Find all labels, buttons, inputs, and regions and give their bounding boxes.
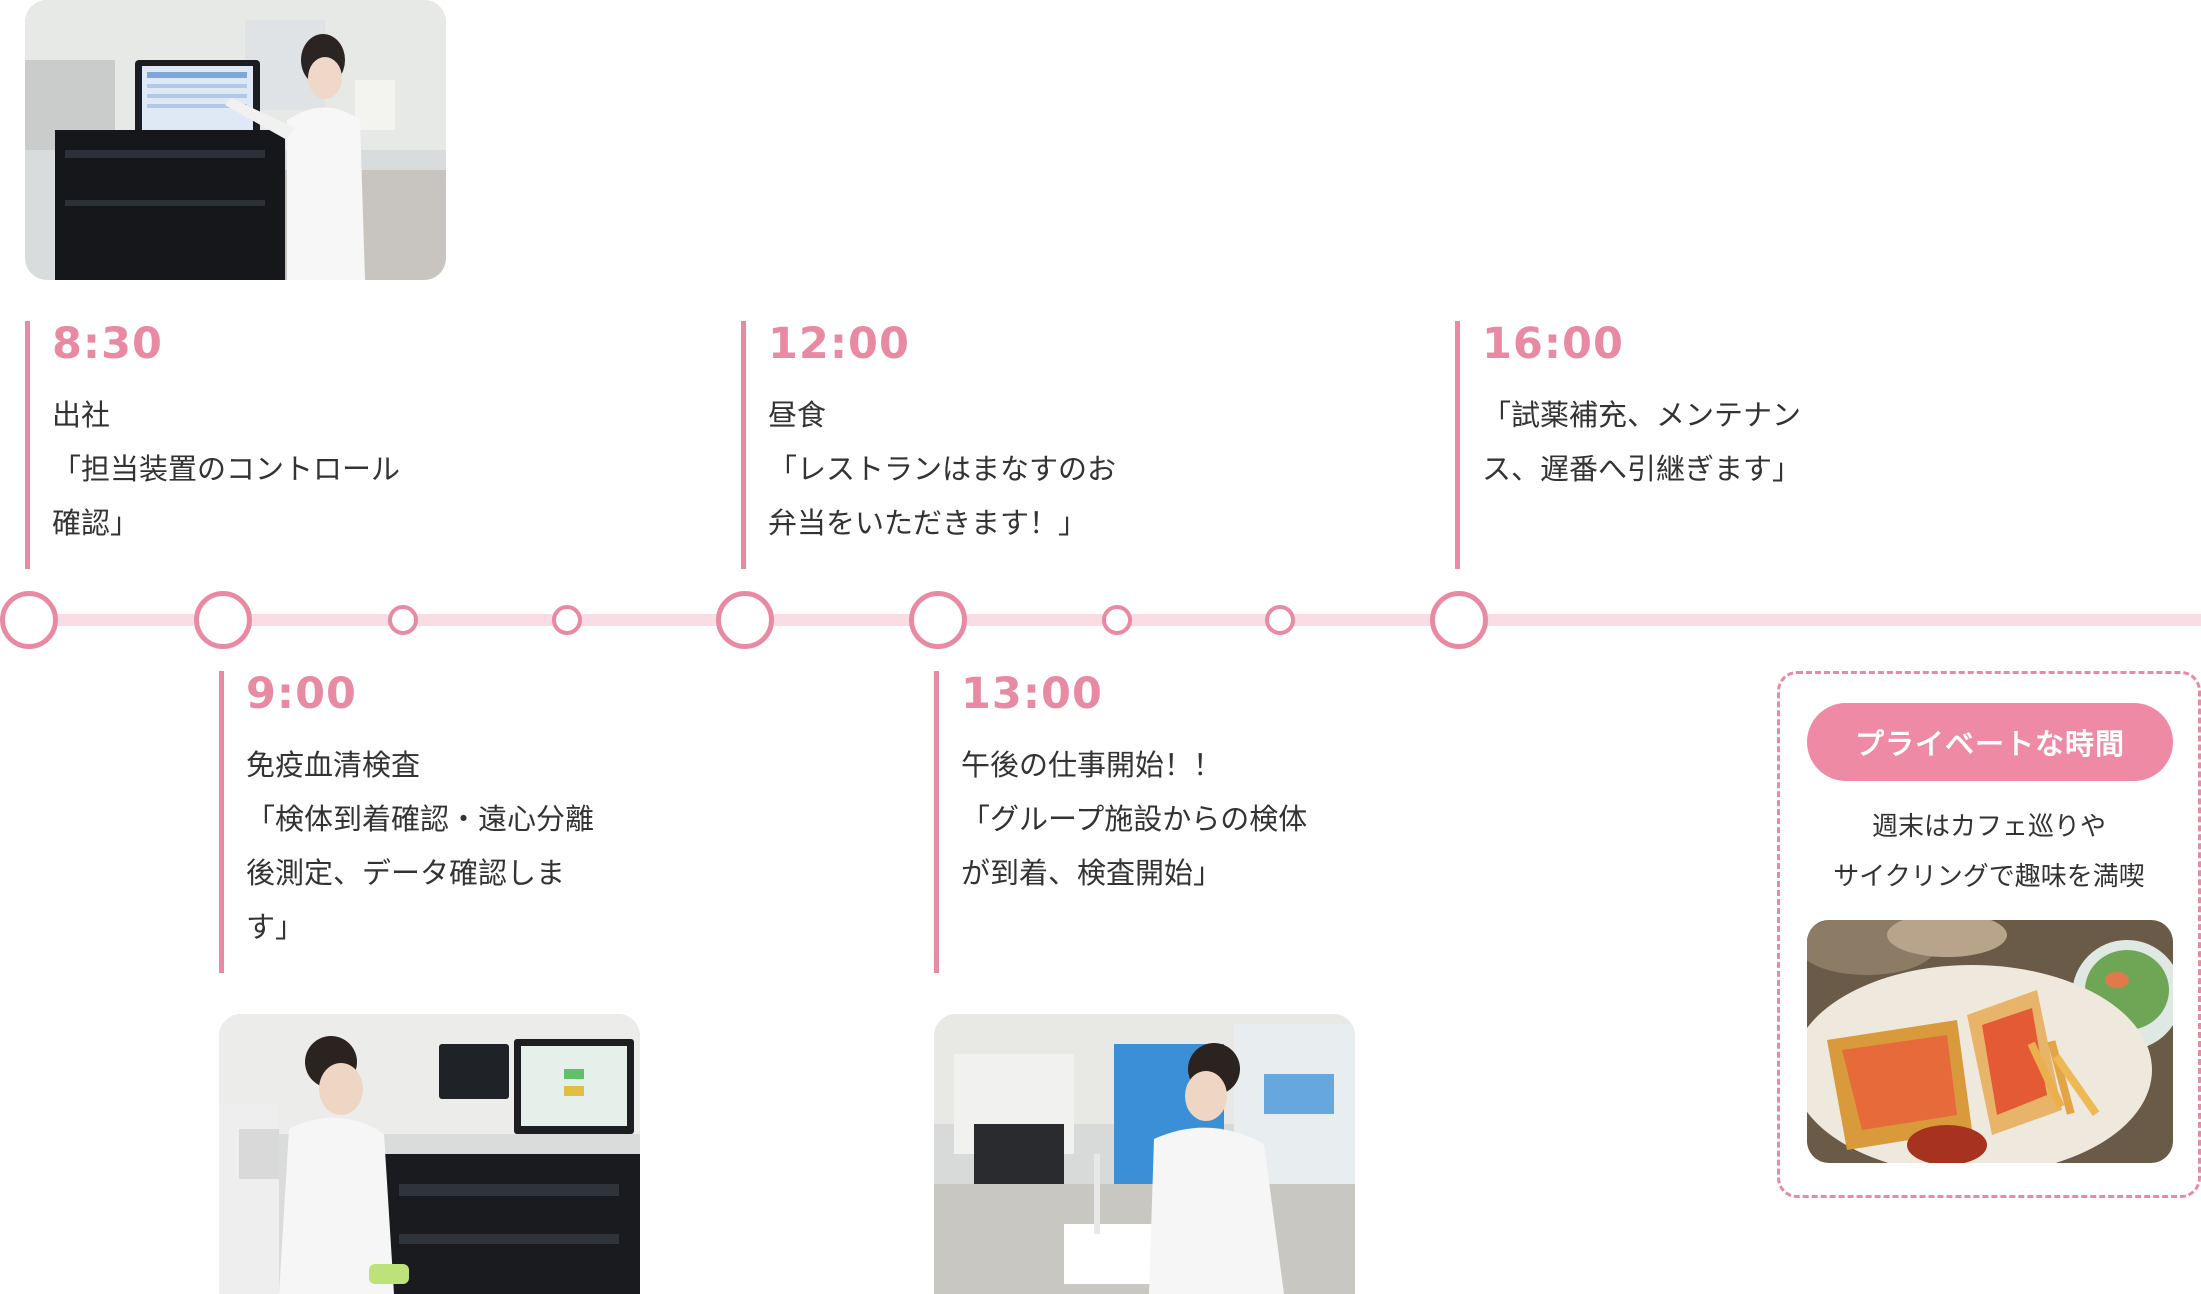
private-time-card: プライベートな時間 週末はカフェ巡りや サイクリングで趣味を満喫 <box>1777 671 2201 1198</box>
photo-0830 <box>25 0 446 280</box>
photo-0900 <box>219 1014 640 1294</box>
entry-time: 13:00 <box>961 669 1103 719</box>
entry-time: 12:00 <box>768 319 910 369</box>
timeline-node-1200 <box>716 591 774 649</box>
entry-description: 昼食 「レストランはまなすのお 弁当をいただきます！」 <box>768 398 1117 540</box>
entry-description: 「試薬補充、メンテナン ス、遅番へ引継ぎます」 <box>1482 398 1802 486</box>
private-time-badge: プライベートな時間 <box>1807 703 2173 781</box>
entry-time: 16:00 <box>1482 319 1624 369</box>
timeline-dot <box>552 605 582 635</box>
private-time-description: 週末はカフェ巡りや サイクリングで趣味を満喫 <box>1833 812 2145 892</box>
timeline-node-1300 <box>909 591 967 649</box>
timeline-dot <box>1102 605 1132 635</box>
entry-time: 9:00 <box>246 669 357 719</box>
schedule-entry-1300: 13:00 午後の仕事開始！！ 「グループ施設からの検体 が到着、検査開始」 <box>934 671 1374 973</box>
timeline-dot <box>1265 605 1295 635</box>
schedule-entry-0900: 9:00 免疫血清検査 「検体到着確認・遠心分離 後測定、データ確認しま す」 <box>219 671 659 973</box>
timeline-node-1600 <box>1430 591 1488 649</box>
pipetting-photo <box>934 1014 1355 1294</box>
entry-time: 8:30 <box>52 319 163 369</box>
entry-description: 出社 「担当装置のコントロール 確認」 <box>52 398 401 540</box>
private-photo <box>1807 920 2173 1163</box>
schedule-entry-0830: 8:30 出社 「担当装置のコントロール 確認」 <box>25 321 465 569</box>
analyzer-operation-photo <box>219 1014 640 1294</box>
schedule-entry-1600: 16:00 「試薬補充、メンテナン ス、遅番へ引継ぎます」 <box>1455 321 1895 569</box>
cafe-food-photo <box>1807 920 2173 1163</box>
entry-description: 免疫血清検査 「検体到着確認・遠心分離 後測定、データ確認しま す」 <box>246 748 595 944</box>
entry-description: 午後の仕事開始！！ 「グループ施設からの検体 が到着、検査開始」 <box>961 748 1308 890</box>
photo-1300 <box>934 1014 1355 1294</box>
timeline-node-0830 <box>0 591 58 649</box>
timeline-node-0900 <box>194 591 252 649</box>
schedule-entry-1200: 12:00 昼食 「レストランはまなすのお 弁当をいただきます！」 <box>741 321 1181 569</box>
timeline-dot <box>388 605 418 635</box>
analyzer-touchscreen-photo <box>25 0 446 280</box>
